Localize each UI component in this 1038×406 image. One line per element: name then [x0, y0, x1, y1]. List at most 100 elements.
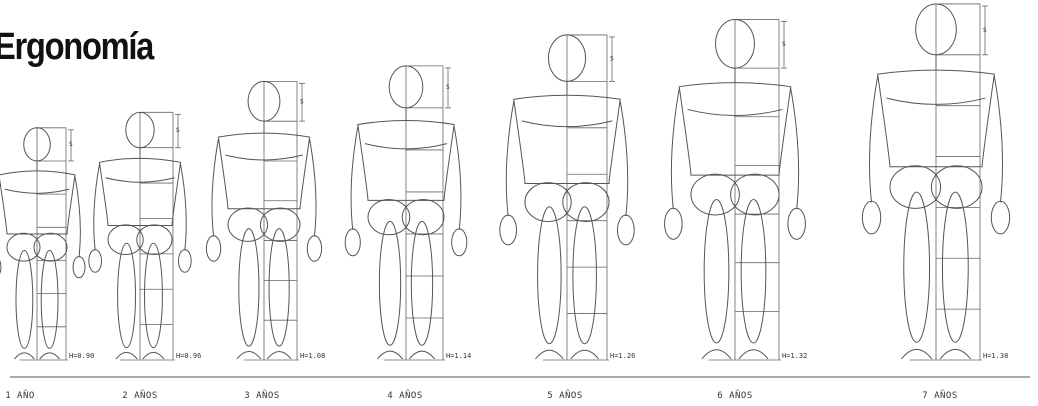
child-figure-5: S H=1.26 5 AÑOS — [500, 35, 636, 401]
arm-right — [620, 101, 627, 216]
age-label: 4 AÑOS — [387, 390, 423, 401]
hip-left — [108, 225, 143, 255]
arm-left — [869, 76, 877, 202]
arm-right — [310, 139, 316, 236]
hand — [862, 201, 880, 234]
arm-left — [351, 127, 358, 230]
height-label: H=0.96 — [176, 352, 201, 360]
head-unit-label: S — [446, 84, 450, 91]
foot — [116, 352, 137, 359]
hand — [991, 201, 1009, 234]
hand — [788, 208, 806, 239]
age-label: 5 AÑOS — [547, 390, 583, 401]
child-figure-7: S H=1.38 7 AÑOS — [862, 4, 1009, 401]
hand — [500, 215, 517, 245]
hip-left — [7, 233, 40, 261]
hand — [178, 250, 191, 273]
foot — [571, 350, 599, 359]
leg-right — [741, 199, 766, 343]
arm-left — [506, 101, 513, 216]
leg-right — [269, 229, 289, 346]
foot — [237, 352, 261, 359]
head-unit-label: S — [176, 127, 180, 134]
height-label: H=1.14 — [446, 352, 471, 360]
foot — [267, 352, 291, 359]
foot — [14, 353, 34, 359]
height-label: H=1.32 — [782, 352, 807, 360]
hand — [0, 257, 1, 278]
torso — [0, 171, 75, 234]
foot — [40, 353, 60, 359]
hip-left — [890, 166, 941, 209]
hip-left — [691, 174, 739, 215]
age-label: 7 AÑOS — [922, 390, 958, 401]
foot — [409, 351, 434, 359]
foot — [739, 350, 768, 359]
hip-right — [34, 233, 67, 261]
hand — [307, 236, 321, 261]
leg-right — [942, 192, 968, 342]
leg-left — [118, 243, 136, 347]
arm-left — [94, 164, 100, 250]
foot — [535, 350, 563, 359]
hip-right — [137, 225, 172, 255]
arm-right — [75, 177, 80, 257]
age-label: 1 AÑO — [5, 390, 35, 401]
hip-right — [260, 208, 300, 241]
age-label: 3 AÑOS — [244, 390, 280, 401]
hand — [206, 236, 220, 261]
hip-left — [525, 183, 571, 222]
foot — [702, 350, 731, 359]
child-figure-2: S H=0.96 2 AÑOS — [89, 112, 202, 401]
arm-right — [791, 89, 799, 209]
child-figure-4: S H=1.14 4 AÑOS — [345, 66, 471, 401]
hand — [617, 215, 634, 245]
arm-right — [454, 127, 461, 230]
hip-left — [228, 208, 268, 241]
arm-right — [994, 76, 1002, 202]
hip-right — [931, 166, 982, 209]
height-label: H=1.08 — [300, 352, 325, 360]
arm-left — [671, 89, 679, 209]
figures-group: S H=0.90 1 AÑO S H=0.96 2 AÑOS S H=1.08 3 AÑOS S H… — [0, 4, 1010, 401]
hand — [89, 250, 102, 273]
leg-right — [144, 243, 162, 347]
leg-right — [573, 207, 597, 344]
hip-right — [731, 174, 779, 215]
child-figure-1: S H=0.90 1 AÑO — [0, 128, 94, 401]
leg-right — [41, 251, 58, 349]
leg-right — [411, 221, 432, 345]
hip-right — [402, 199, 444, 234]
leg-left — [16, 251, 33, 349]
arm-left — [212, 139, 218, 236]
head-unit-label: S — [69, 141, 73, 148]
hand — [452, 229, 467, 256]
child-figure-6: S H=1.32 6 AÑOS — [665, 19, 808, 401]
leg-left — [704, 199, 729, 343]
head-unit-label: S — [610, 55, 614, 62]
arm-right — [181, 164, 187, 250]
hand — [665, 208, 683, 239]
child-figure-3: S H=1.08 3 AÑOS — [206, 81, 325, 401]
height-label: H=0.90 — [69, 352, 94, 360]
height-label: H=1.26 — [610, 352, 635, 360]
foot — [901, 349, 932, 359]
head-unit-label: S — [983, 27, 987, 34]
foot — [940, 349, 971, 359]
head-unit-label: S — [300, 98, 304, 105]
foot — [377, 351, 402, 359]
leg-left — [239, 229, 259, 346]
leg-left — [904, 192, 930, 342]
hand — [345, 229, 360, 256]
hip-right — [563, 183, 609, 222]
hand — [73, 257, 85, 278]
head-unit-label: S — [782, 41, 786, 48]
height-label: H=1.38 — [983, 352, 1008, 360]
age-label: 2 AÑOS — [122, 390, 158, 401]
leg-left — [379, 221, 400, 345]
hip-left — [368, 199, 410, 234]
foot — [143, 352, 164, 359]
age-label: 6 AÑOS — [717, 390, 753, 401]
leg-left — [538, 207, 562, 344]
